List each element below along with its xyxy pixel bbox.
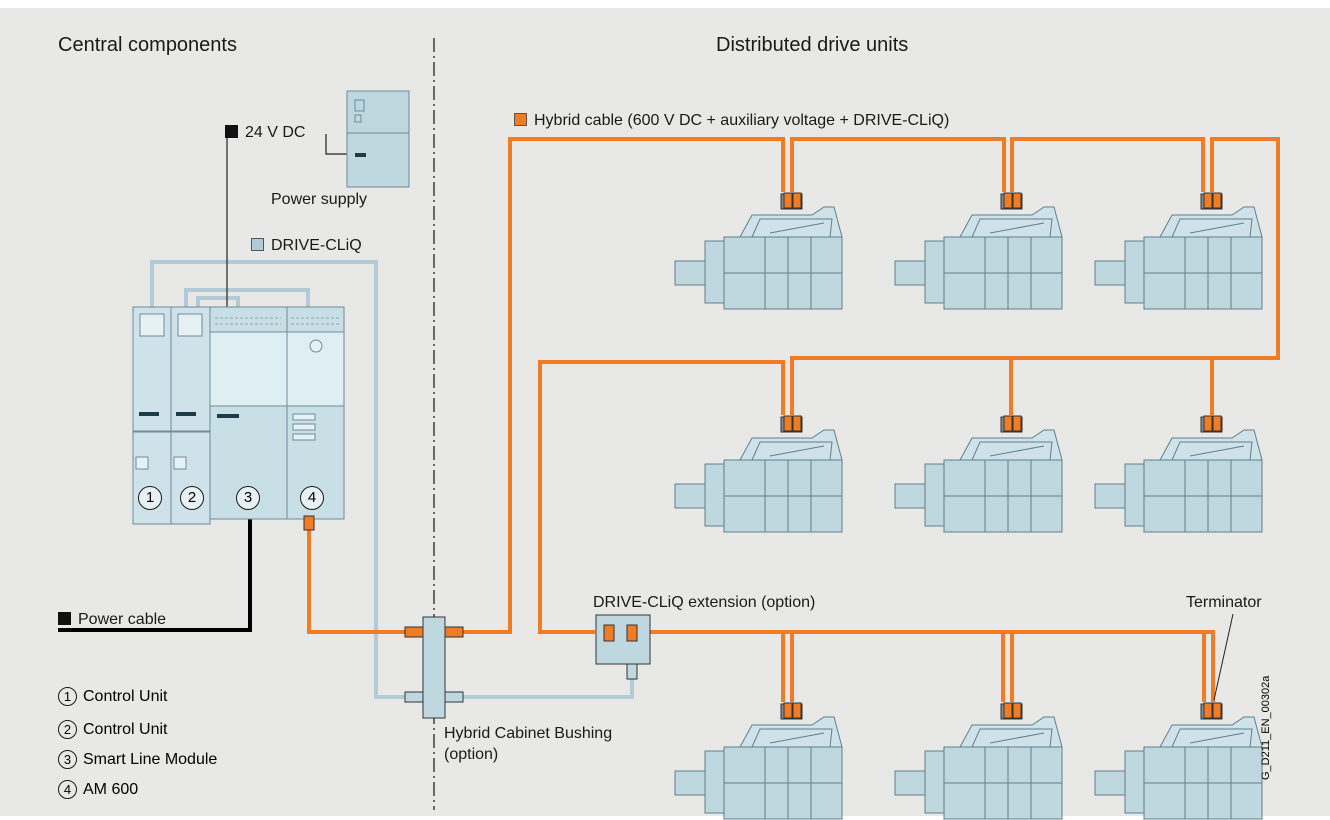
motor-6 <box>1094 415 1263 533</box>
motor-2 <box>894 192 1063 310</box>
module-number-2: 2 <box>180 486 204 510</box>
dc24-swatch <box>225 125 238 138</box>
motor-4 <box>674 415 843 533</box>
legend-text: Control Unit <box>83 721 168 738</box>
power-supply-unit <box>346 90 410 188</box>
motor-8 <box>894 702 1063 820</box>
drive-cliq-label: DRIVE-CLiQ <box>251 237 362 255</box>
motor-7 <box>674 702 843 820</box>
hybrid-swatch <box>514 113 527 126</box>
motor-9 <box>1094 702 1263 820</box>
drive-cliq-text: DRIVE-CLiQ <box>271 237 362 254</box>
drive-system <box>132 306 345 525</box>
legend-item: 2 Control Unit <box>58 720 167 739</box>
dc24-text: 24 V DC <box>245 124 306 141</box>
power-cable <box>58 518 252 632</box>
dc24-cable <box>226 134 350 307</box>
am600-connector <box>303 515 315 531</box>
power-supply-label: Power supply <box>271 191 368 208</box>
hybrid-cabinet-bushing <box>404 616 464 719</box>
hybrid-cables <box>307 137 1280 702</box>
extension-label: DRIVE-CLiQ extension (option) <box>593 594 816 611</box>
motor-5 <box>894 415 1063 533</box>
legend-text: Control Unit <box>83 688 168 705</box>
drive-cliq-extension-box <box>595 614 651 680</box>
bushing-label-2: (option) <box>444 746 499 763</box>
hybrid-text: Hybrid cable (600 V DC + auxiliary volta… <box>534 112 950 129</box>
power-swatch <box>58 612 71 625</box>
legend-text: AM 600 <box>83 781 139 798</box>
central-components-heading: Central components <box>58 34 237 56</box>
legend-item: 4 AM 600 <box>58 780 138 799</box>
terminator-label: Terminator <box>1186 594 1262 611</box>
legend-number: 4 <box>58 780 77 799</box>
power-text: Power cable <box>78 611 167 628</box>
legend-number: 2 <box>58 720 77 739</box>
motor-3 <box>1094 192 1263 310</box>
drive-cliq-cables <box>150 260 634 699</box>
terminator-pointer <box>1213 613 1234 701</box>
document-id: G_D211_EN_00302a <box>1260 675 1272 780</box>
dc24-label: 24 V DC <box>225 124 305 142</box>
motor-1 <box>674 192 843 310</box>
bushing-label-1: Hybrid Cabinet Bushing <box>444 725 613 742</box>
hybrid-cable-label: Hybrid cable (600 V DC + auxiliary volta… <box>514 112 949 130</box>
distributed-drive-units-heading: Distributed drive units <box>716 34 909 56</box>
legend-number: 3 <box>58 750 77 769</box>
legend-number: 1 <box>58 687 77 706</box>
module-number-4: 4 <box>300 486 324 510</box>
power-cable-label: Power cable <box>58 611 166 629</box>
module-number-3: 3 <box>236 486 260 510</box>
module-number-1: 1 <box>138 486 162 510</box>
drive-cliq-swatch <box>251 238 264 251</box>
legend-item: 3 Smart Line Module <box>58 750 217 769</box>
legend-item: 1 Control Unit <box>58 687 167 706</box>
legend-text: Smart Line Module <box>83 751 218 768</box>
